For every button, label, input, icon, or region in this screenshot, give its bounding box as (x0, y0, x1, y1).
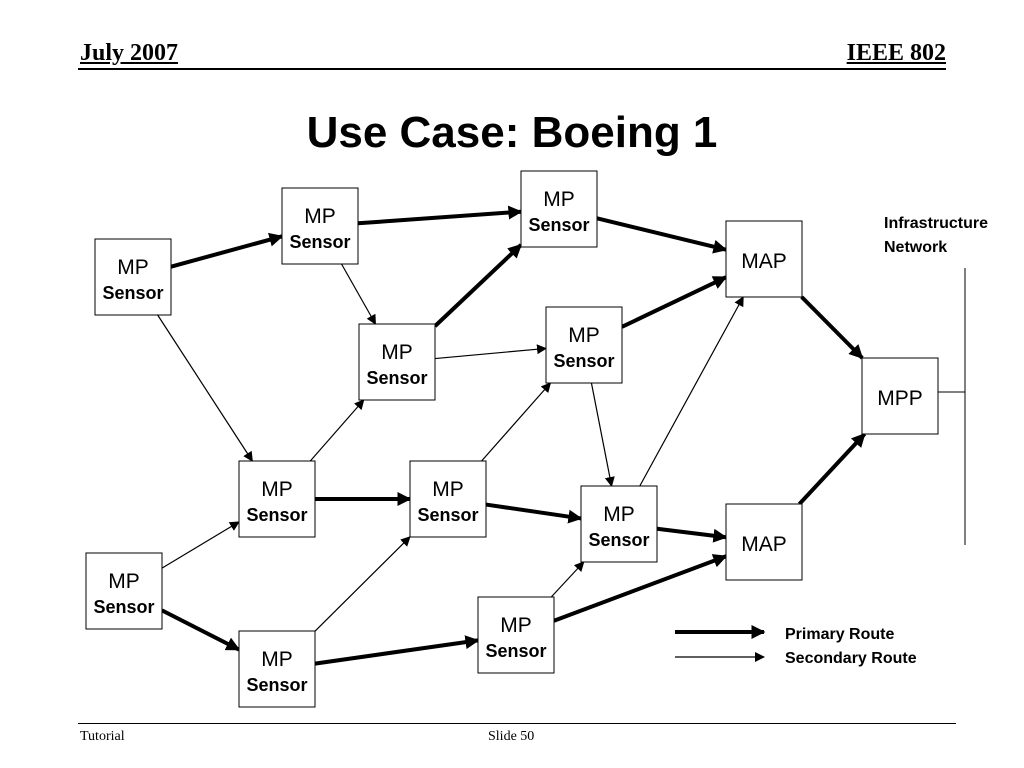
node-label-role: Sensor (246, 505, 307, 525)
secondary-route-n5-to-n4 (309, 399, 365, 462)
footer-slide-number: Slide 50 (488, 729, 535, 744)
node-map1: MAP (725, 220, 803, 298)
primary-route-n3-to-map1 (596, 216, 728, 254)
secondary-route-n9-to-n5 (161, 521, 240, 569)
node-label-type: MP (261, 648, 293, 671)
header-date: July 2007 (80, 40, 179, 66)
node-box (725, 503, 803, 581)
node-box (545, 306, 623, 384)
node-label-type: MP (603, 503, 635, 526)
node-box (358, 323, 436, 401)
node-box (580, 485, 658, 563)
node-label-role: Sensor (289, 232, 350, 252)
node-n3: MP Sensor (520, 170, 598, 248)
infrastructure-label-line1: Infrastructure (884, 215, 988, 232)
node-box (725, 220, 803, 298)
node-box (520, 170, 598, 248)
secondary-route-n10-to-n7 (314, 536, 411, 632)
node-n11: MP Sensor (477, 596, 555, 674)
secondary-route-n2-to-n4 (340, 263, 377, 325)
legend-primary-label: Primary Route (785, 626, 894, 643)
secondary-route-n7-to-n6 (481, 382, 552, 462)
footer-rule (78, 723, 956, 724)
node-label-type: MP (543, 188, 575, 211)
header-rule (78, 68, 946, 70)
primary-route-n10-to-n11 (314, 635, 480, 666)
infrastructure-label-line2: Network (884, 239, 947, 256)
node-label: MAP (741, 533, 787, 556)
nodes-layer: MPSensorMPSensorMPSensorMPSensorMPSensor… (85, 170, 939, 708)
node-n6: MP Sensor (545, 306, 623, 384)
node-box (281, 187, 359, 265)
node-label-role: Sensor (93, 597, 154, 617)
primary-route-n7-to-n8 (485, 502, 583, 524)
node-label-type: MP (304, 205, 336, 228)
node-label-role: Sensor (366, 368, 427, 388)
node-label-type: MP (261, 478, 293, 501)
node-box (861, 357, 939, 435)
edges-layer (157, 205, 867, 666)
primary-route-n1-to-n2 (170, 232, 284, 269)
node-label-type: MP (500, 614, 532, 637)
node-map2: MAP (725, 503, 803, 581)
node-n2: MP Sensor (281, 187, 359, 265)
node-n5: MP Sensor (238, 460, 316, 538)
node-label-type: MP (568, 324, 600, 347)
node-box (94, 238, 172, 316)
legend-secondary-label: Secondary Route (785, 650, 917, 667)
node-label-type: MP (117, 256, 149, 279)
secondary-route-n8-to-map1 (639, 296, 744, 487)
node-label-role: Sensor (553, 351, 614, 371)
secondary-route-n4-to-n6 (434, 344, 547, 360)
node-n1: MP Sensor (94, 238, 172, 316)
primary-route-n9-to-n10 (161, 608, 241, 652)
secondary-route-n6-to-n8 (590, 382, 615, 487)
secondary-route-n1-to-n5 (157, 314, 253, 462)
primary-route-n2-to-n3 (357, 205, 523, 226)
node-n10: MP Sensor (238, 630, 316, 708)
node-label-role: Sensor (588, 530, 649, 550)
node-box (409, 460, 487, 538)
node-box (85, 552, 163, 630)
header-org: IEEE 802 (846, 40, 946, 66)
node-n4: MP Sensor (358, 323, 436, 401)
primary-route-map1-to-mpp (800, 295, 864, 360)
node-label-type: MP (381, 341, 413, 364)
node-box (238, 460, 316, 538)
node-label: MAP (741, 250, 787, 273)
node-box (477, 596, 555, 674)
node-label-role: Sensor (417, 505, 478, 525)
node-label-type: MP (432, 478, 464, 501)
node-n7: MP Sensor (409, 460, 487, 538)
node-box (238, 630, 316, 708)
footer-left: Tutorial (80, 729, 125, 744)
primary-route-n8-to-map2 (656, 526, 728, 543)
node-label-type: MP (108, 570, 140, 593)
node-label-role: Sensor (485, 641, 546, 661)
node-label: MPP (877, 387, 923, 410)
primary-route-n4-to-n3 (433, 243, 523, 328)
node-n8: MP Sensor (580, 485, 658, 563)
primary-route-n11-to-map2 (553, 554, 728, 623)
node-label-role: Sensor (102, 283, 163, 303)
primary-route-map2-to-mpp (797, 432, 867, 506)
slide-title: Use Case: Boeing 1 (306, 108, 718, 157)
node-mpp: MPP (861, 357, 939, 435)
node-label-role: Sensor (246, 675, 307, 695)
primary-route-n6-to-map1 (621, 275, 728, 329)
node-label-role: Sensor (528, 215, 589, 235)
node-n9: MP Sensor (85, 552, 163, 630)
secondary-route-n11-to-n8 (550, 561, 585, 598)
